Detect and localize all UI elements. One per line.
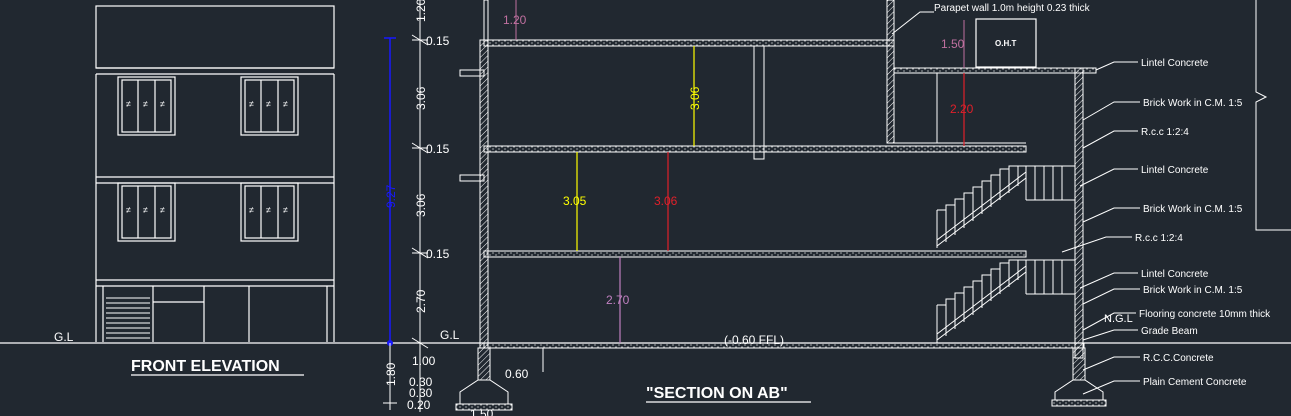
- leader-lines: [891, 0, 1291, 395]
- window-glyph: ≠: [249, 205, 254, 215]
- total-height-dim: 9.27: [384, 37, 398, 346]
- right-wall: [1074, 67, 1084, 359]
- left-wall: [479, 39, 489, 349]
- note-brick-1: Brick Work in C.M. 1:5: [1143, 98, 1243, 109]
- dim-plinth: 1.00: [412, 354, 436, 368]
- dim-top: 1.20: [414, 0, 428, 22]
- note-brick-3: Brick Work in C.M. 1:5: [1143, 285, 1243, 296]
- internal-wall: [753, 45, 765, 147]
- dim-slab-top: 0.15: [426, 34, 450, 48]
- footing-left: [455, 347, 513, 411]
- dim-f3: 0.20: [407, 398, 431, 412]
- section-title: "SECTION ON AB": [646, 385, 788, 402]
- front-parapet: [95, 5, 335, 69]
- ffl-label: (-0.60 FFL): [724, 333, 784, 347]
- window-glyph: ≠: [143, 99, 148, 109]
- front-window: [117, 76, 176, 136]
- window-glyph: ≠: [249, 99, 254, 109]
- staircase-lower: [936, 259, 1075, 343]
- dim-plinth-offset: 0.60: [505, 367, 529, 381]
- dim-floor1-red: 3.06: [654, 194, 678, 208]
- parapet-right: [886, 0, 895, 144]
- dim-floor1-yellow: 3.05: [563, 194, 587, 208]
- window-glyph: ≠: [126, 205, 131, 215]
- front-window: [117, 182, 176, 242]
- front-window: [240, 76, 299, 136]
- floor-slab-1: [483, 250, 1027, 258]
- foundation-depth-dim: 1.80: [383, 343, 398, 410]
- dim-footing-w: 1.50: [470, 407, 494, 416]
- front-window: [240, 182, 299, 242]
- note-grade-beam: Grade Beam: [1141, 326, 1198, 337]
- window-glyph: ≠: [160, 205, 165, 215]
- note-rcc-1: R.c.c 1:2:4: [1141, 127, 1189, 138]
- dim-floor1: 3.06: [414, 193, 428, 217]
- dim-f2: 0.30: [409, 386, 433, 400]
- dim-stair-clear: 2.20: [950, 102, 974, 116]
- interior-dims: 1.20 1.50 3.06 2.20 3.05 3.06 2.70 0.60 …: [470, 0, 974, 416]
- dim-oht-h: 1.50: [941, 37, 965, 51]
- note-brick-2: Brick Work in C.M. 1:5: [1143, 204, 1243, 215]
- gl-label-section: G.L: [440, 328, 460, 342]
- note-rcc-2: R.c.c 1:2:4: [1135, 233, 1183, 244]
- dim-floor2: 3.06: [414, 86, 428, 110]
- window-glyph: ≠: [283, 99, 288, 109]
- footing-right: [1051, 347, 1107, 407]
- window-glyph: ≠: [126, 99, 131, 109]
- window-glyph: ≠: [283, 205, 288, 215]
- dim-total: 9.27: [384, 184, 398, 208]
- note-rcc-concrete: R.C.C.Concrete: [1143, 353, 1214, 364]
- window-glyph: ≠: [266, 99, 271, 109]
- front-elevation: [95, 5, 335, 342]
- ngl-label: N.G.L: [1104, 313, 1133, 325]
- window-glyph: ≠: [266, 205, 271, 215]
- note-lintel-2: Lintel Concrete: [1141, 165, 1209, 176]
- stair-roof-slab: [893, 67, 1097, 74]
- overhead-tank: [975, 18, 1037, 68]
- note-pcc: Plain Cement Concrete: [1143, 377, 1247, 388]
- section-structure: O.H.T: [455, 0, 1107, 411]
- dim-ground-floor: 2.70: [414, 289, 428, 313]
- note-parapet: Parapet wall 1.0m height 0.23 thick: [934, 3, 1091, 14]
- floor-slab-2: [483, 145, 1027, 153]
- dim-slab-mid: 0.15: [426, 142, 450, 156]
- note-lintel-3: Lintel Concrete: [1141, 269, 1209, 280]
- front-elevation-title: FRONT ELEVATION: [131, 358, 280, 375]
- staircase-upper: [936, 165, 1075, 248]
- note-flooring: Flooring concrete 10mm thick: [1139, 309, 1271, 320]
- dim-top-clear: 3.06: [688, 86, 702, 110]
- internal-wall-lower: [753, 145, 765, 160]
- window-glyph: ≠: [160, 99, 165, 109]
- dim-ground-clear: 2.70: [606, 293, 630, 307]
- dimension-chain: [411, 0, 429, 412]
- dim-f1: 0.30: [409, 375, 433, 389]
- dim-slab-low: 0.15: [426, 247, 450, 261]
- window-glyph: ≠: [143, 205, 148, 215]
- front-stair-grille: [106, 297, 150, 339]
- oht-label: O.H.T: [995, 39, 1016, 48]
- dim-found-depth: 1.80: [384, 362, 398, 386]
- parapet-left: [483, 0, 489, 41]
- gl-label-left: G.L: [54, 330, 74, 344]
- note-lintel-1: Lintel Concrete: [1141, 58, 1209, 69]
- roof-slab: [483, 39, 895, 47]
- dim-parapet-h: 1.20: [503, 13, 527, 27]
